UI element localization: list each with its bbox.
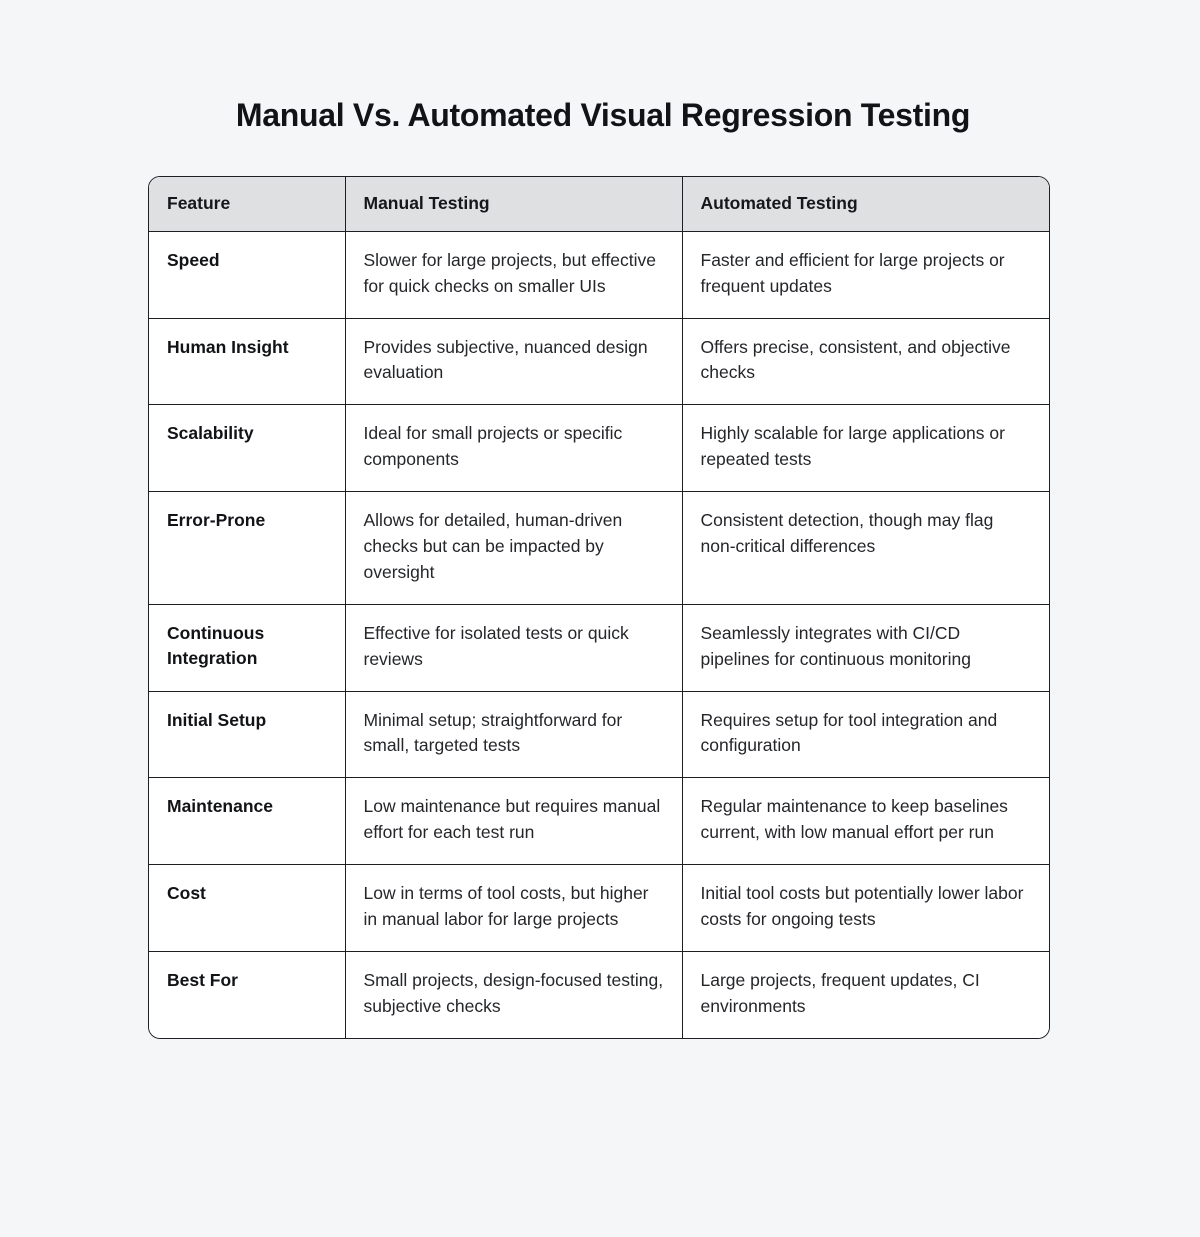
table-row: Continuous Integration Effective for iso… [149, 604, 1049, 692]
comparison-table-card: Feature Manual Testing Automated Testing… [148, 176, 1050, 1039]
cell-feature: Cost [149, 864, 346, 952]
cell-automated: Seamlessly integrates with CI/CD pipelin… [682, 604, 1049, 692]
cell-manual: Low maintenance but requires manual effo… [345, 777, 683, 866]
cell-feature: Best For [149, 951, 346, 1038]
cell-automated: Faster and efficient for large projects … [682, 231, 1049, 319]
table-row: Speed Slower for large projects, but eff… [149, 231, 1049, 319]
table-header-row: Feature Manual Testing Automated Testing [149, 177, 1049, 232]
cell-manual: Provides subjective, nuanced design eval… [345, 318, 683, 406]
cell-manual: Low in terms of tool costs, but higher i… [345, 864, 683, 952]
comparison-table: Feature Manual Testing Automated Testing… [149, 177, 1049, 1038]
cell-manual: Slower for large projects, but effective… [345, 231, 683, 319]
cell-automated: Large projects, frequent updates, CI env… [700, 969, 980, 1016]
cell-automated: Consistent detection, though may flag no… [682, 491, 1049, 605]
table-row: Error-Prone Allows for detailed, human-d… [149, 491, 1049, 605]
cell-automated: Offers precise, consistent, and objectiv… [682, 318, 1049, 406]
cell-feature: Speed [149, 231, 346, 319]
table-row: Cost Low in terms of tool costs, but hig… [149, 864, 1049, 952]
table-row: Scalability Ideal for small projects or … [149, 404, 1049, 493]
cell-feature: Scalability [149, 404, 346, 493]
cell-feature: Human Insight [149, 318, 346, 406]
table-row: Initial Setup Minimal setup; straightfor… [149, 691, 1049, 779]
table-row: Best For Small projects, design-focused … [149, 951, 1049, 1038]
cell-feature: Initial Setup [149, 691, 346, 779]
cell-manual: Effective for isolated tests or quick re… [345, 604, 683, 692]
cell-manual: Ideal for small projects or specific com… [345, 404, 683, 493]
cell-automated: Regular maintenance to keep baselines cu… [682, 777, 1049, 866]
cell-automated: Initial tool costs but potentially lower… [682, 864, 1049, 952]
column-header-feature: Feature [149, 177, 346, 232]
table-header: Feature Manual Testing Automated Testing [149, 177, 1049, 232]
table-row: Maintenance Low maintenance but requires… [149, 777, 1049, 866]
cell-manual: Minimal setup; straightforward for small… [345, 691, 683, 779]
cell-feature: Continuous Integration [149, 604, 346, 692]
column-header-automated-testing: Automated Testing [682, 177, 1049, 232]
cell-manual: Allows for detailed, human-driven checks… [345, 491, 683, 605]
page-title: Manual Vs. Automated Visual Regression T… [235, 97, 971, 134]
table-body: Speed Slower for large projects, but eff… [149, 231, 1049, 1038]
column-header-manual-testing: Manual Testing [345, 177, 683, 232]
table-row: Human Insight Provides subjective, nuanc… [149, 318, 1049, 406]
cell-automated: Highly scalable for large applications o… [682, 404, 1049, 493]
cell-manual: Small projects, design-focused testing, … [345, 951, 683, 1038]
cell-feature: Error-Prone [149, 491, 346, 605]
cell-feature: Maintenance [149, 777, 346, 866]
cell-automated: Requires setup for tool integration and … [682, 691, 1049, 779]
